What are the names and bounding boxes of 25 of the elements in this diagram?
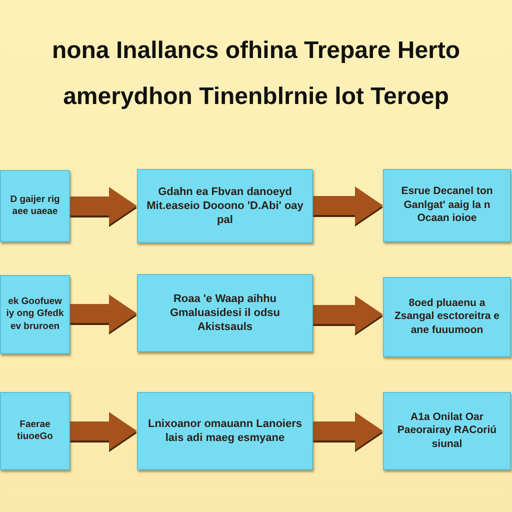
step-text: Gdahn ea Fbvan danoeyd Mit.easeio Dooono 'D.Abi' oay pal [146,184,304,228]
step-text: Faerae tiuoeGo [16,418,54,444]
process-box [137,169,313,243]
process-box [0,170,70,242]
process-box [0,392,70,470]
arrow [313,186,383,224]
step-text: Roaa 'e Waap aihhu Gmaluasidesi il odsu Akistsauls [168,292,282,334]
arrow [313,296,383,334]
step-text: ek Goofuew iy ong Gfedk ev bruroen [5,296,65,334]
process-box [0,275,70,354]
process-box [137,392,313,470]
process-box [137,274,313,352]
arrow [70,187,137,225]
process-box [383,277,511,357]
step-text: A1a Onilat Oar Paeorairay RACoriú siunal [396,410,498,452]
arrow [70,412,137,450]
step-text: D gaijer rig aee uaeae [9,194,61,218]
step-text: 8oed pluaenu a Zsangal esctoreitra e ane fuuumoon [393,296,501,338]
arrow [70,294,137,332]
process-box [383,169,511,242]
arrow [313,412,383,450]
step-text: Esrue Decanel ton Ganlgat' aaig la n Ocaan ioioe [400,185,494,226]
step-text: Lnixoanor omauann Lanoiers lais adi maeg esmyane [146,416,304,446]
process-box [383,392,511,470]
title: nona Inallancs ofhina Trepare Herto amerydhon Tinenblrnie lot Teroep [50,36,462,112]
